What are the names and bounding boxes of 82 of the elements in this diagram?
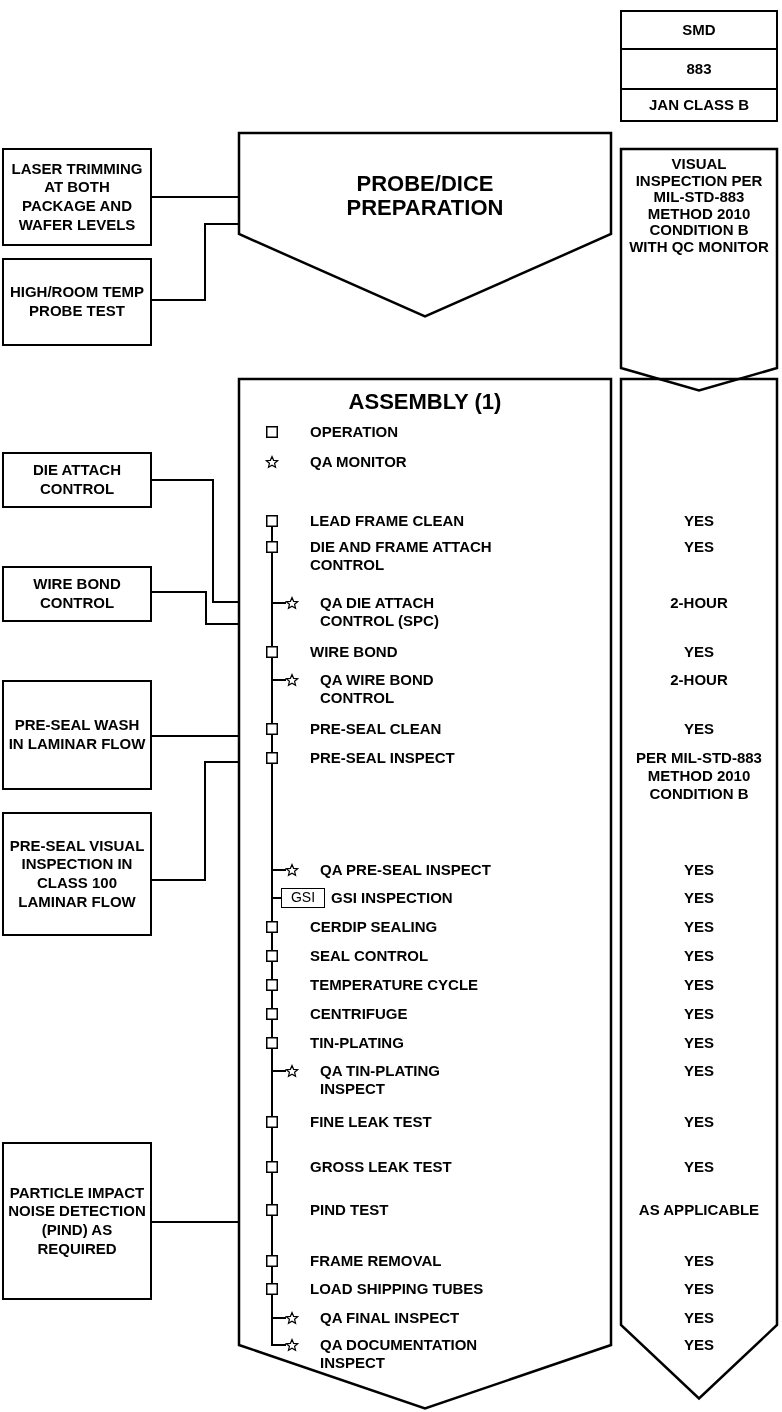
- requirement-text: 2-HOUR: [669, 671, 729, 689]
- connector-line: [271, 1019, 273, 1038]
- requirement-text: YES: [683, 512, 715, 530]
- process-box: LASER TRIMMING AT BOTH PACKAGE AND WAFER LEVELS: [2, 148, 152, 246]
- requirement-text: YES: [683, 1252, 715, 1270]
- connector-line: [151, 223, 239, 301]
- connector-line: [271, 1127, 273, 1162]
- step-label: WIRE BOND: [310, 643, 399, 661]
- connector-line: [271, 763, 273, 922]
- connector-line: [271, 1048, 273, 1117]
- connector-line: [271, 657, 273, 724]
- requirement-text: YES: [683, 1158, 715, 1176]
- step-label: CERDIP SEALING: [310, 918, 439, 936]
- process-box: PRE-SEAL VISUAL INSPECTION IN CLASS 100 LAMINAR FLOW: [2, 812, 152, 936]
- requirement-text: 2-HOUR: [669, 594, 729, 612]
- header-cell: JAN CLASS B: [620, 88, 778, 122]
- connector-line: [151, 735, 239, 737]
- requirement-text: YES: [683, 643, 715, 661]
- step-label: SEAL CONTROL: [310, 947, 430, 965]
- step-label: FINE LEAK TEST: [310, 1113, 433, 1131]
- requirement-text: YES: [683, 1062, 715, 1080]
- connector-line: [271, 990, 273, 1009]
- process-box: PARTICLE IMPACT NOISE DETECTION (PIND) AS REQUIRED: [2, 1142, 152, 1300]
- requirement-text: YES: [683, 1034, 715, 1052]
- step-label: PRE-SEAL INSPECT: [310, 749, 456, 767]
- step-label: FRAME REMOVAL: [310, 1252, 443, 1270]
- connector-line: [271, 526, 273, 542]
- connector-line: [151, 196, 239, 198]
- requirement-text: YES: [683, 1336, 715, 1354]
- legend-label: QA MONITOR: [310, 453, 407, 471]
- requirement-text: PER MIL-STD-883 METHOD 2010 CONDITION B: [635, 749, 763, 803]
- step-label: CENTRIFUGE: [310, 1005, 409, 1023]
- step-label: GSI INSPECTION: [331, 889, 453, 907]
- requirement-text: YES: [683, 947, 715, 965]
- requirement-text: YES: [683, 1005, 715, 1023]
- requirement-text: YES: [683, 1280, 715, 1298]
- step-label: LEAD FRAME CLEAN: [310, 512, 466, 530]
- step-label: QA PRE-SEAL INSPECT: [320, 861, 492, 879]
- section-title: VISUAL INSPECTION PER MIL-STD-883 METHOD 2010 CONDITION B WITH QC MONITOR: [629, 156, 769, 255]
- step-label: QA FINAL INSPECT: [320, 1309, 461, 1327]
- connector-line: [271, 1215, 273, 1256]
- connector-line: [151, 479, 239, 603]
- process-box: PRE-SEAL WASH IN LAMINAR FLOW: [2, 680, 152, 790]
- connector-line: [271, 1294, 287, 1346]
- requirement-text: YES: [683, 720, 715, 738]
- connector-line: [151, 761, 239, 881]
- connector-line: [271, 1266, 273, 1284]
- step-label: QA DOCUMENTATION INSPECT: [320, 1336, 479, 1372]
- process-box: HIGH/ROOM TEMP PROBE TEST: [2, 258, 152, 346]
- step-label: QA DIE ATTACH CONTROL (SPC): [320, 594, 440, 630]
- requirement-text: YES: [683, 1113, 715, 1131]
- connector-line: [271, 552, 273, 647]
- step-label: GROSS LEAK TEST: [310, 1158, 453, 1176]
- requirement-text: YES: [683, 1309, 715, 1327]
- step-label: QA TIN-PLATING INSPECT: [320, 1062, 441, 1098]
- header-cell: SMD: [620, 10, 778, 50]
- step-label: QA WIRE BOND CONTROL: [320, 671, 435, 707]
- process-box: DIE ATTACH CONTROL: [2, 452, 152, 508]
- step-label: PRE-SEAL CLEAN: [310, 720, 443, 738]
- connector-line: [151, 1221, 239, 1223]
- step-label: TEMPERATURE CYCLE: [310, 976, 480, 994]
- connector-line: [151, 591, 239, 625]
- step-label: DIE AND FRAME ATTACH CONTROL: [310, 538, 493, 574]
- step-label: LOAD SHIPPING TUBES: [310, 1280, 485, 1298]
- header-cell: 883: [620, 48, 778, 90]
- connector-line: [271, 961, 273, 980]
- connector-line: [271, 932, 273, 951]
- section-title: ASSEMBLY (1): [347, 390, 503, 415]
- requirement-text: AS APPLICABLE: [637, 1201, 761, 1219]
- step-label: PIND TEST: [310, 1201, 390, 1219]
- requirement-text: YES: [683, 538, 715, 556]
- step-label: TIN-PLATING: [310, 1034, 405, 1052]
- requirement-text: YES: [683, 889, 715, 907]
- legend-label: OPERATION: [310, 423, 399, 441]
- section-title: PROBE/DICE PREPARATION: [345, 172, 505, 221]
- requirement-text: YES: [683, 976, 715, 994]
- connector-line: [271, 1172, 273, 1205]
- requirement-text: YES: [683, 918, 715, 936]
- requirement-text: YES: [683, 861, 715, 879]
- connector-line: [271, 734, 273, 753]
- inspection-tag: GSI: [281, 888, 325, 908]
- process-box: WIRE BOND CONTROL: [2, 566, 152, 622]
